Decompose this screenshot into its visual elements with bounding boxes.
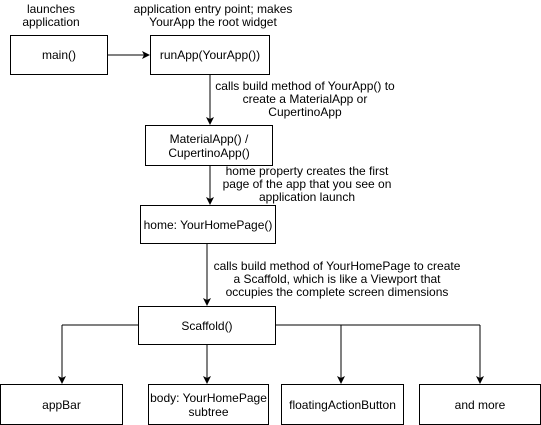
box-body: body: YourHomePage subtree xyxy=(148,384,269,425)
note-home-property: home property creates the first page of … xyxy=(222,164,392,204)
note-calls-build-yourapp: calls build method of YourApp() to creat… xyxy=(215,79,395,119)
box-scaffold: Scaffold() xyxy=(138,306,276,345)
note-launches: launches application xyxy=(22,2,80,29)
note-entry-point: application entry point; makes YourApp t… xyxy=(133,2,293,29)
box-and-more: and more xyxy=(419,384,541,425)
note-calls-build-homepage: calls build method of YourHomePage to cr… xyxy=(213,259,461,299)
box-app-bar: appBar xyxy=(0,384,123,425)
box-run-app: runApp(YourApp()) xyxy=(150,35,270,75)
box-material-app: MaterialApp() / CupertinoApp() xyxy=(145,125,273,166)
box-main: main() xyxy=(10,35,108,75)
box-home: home: YourHomePage() xyxy=(140,205,276,244)
box-fab: floatingActionButton xyxy=(281,384,404,425)
